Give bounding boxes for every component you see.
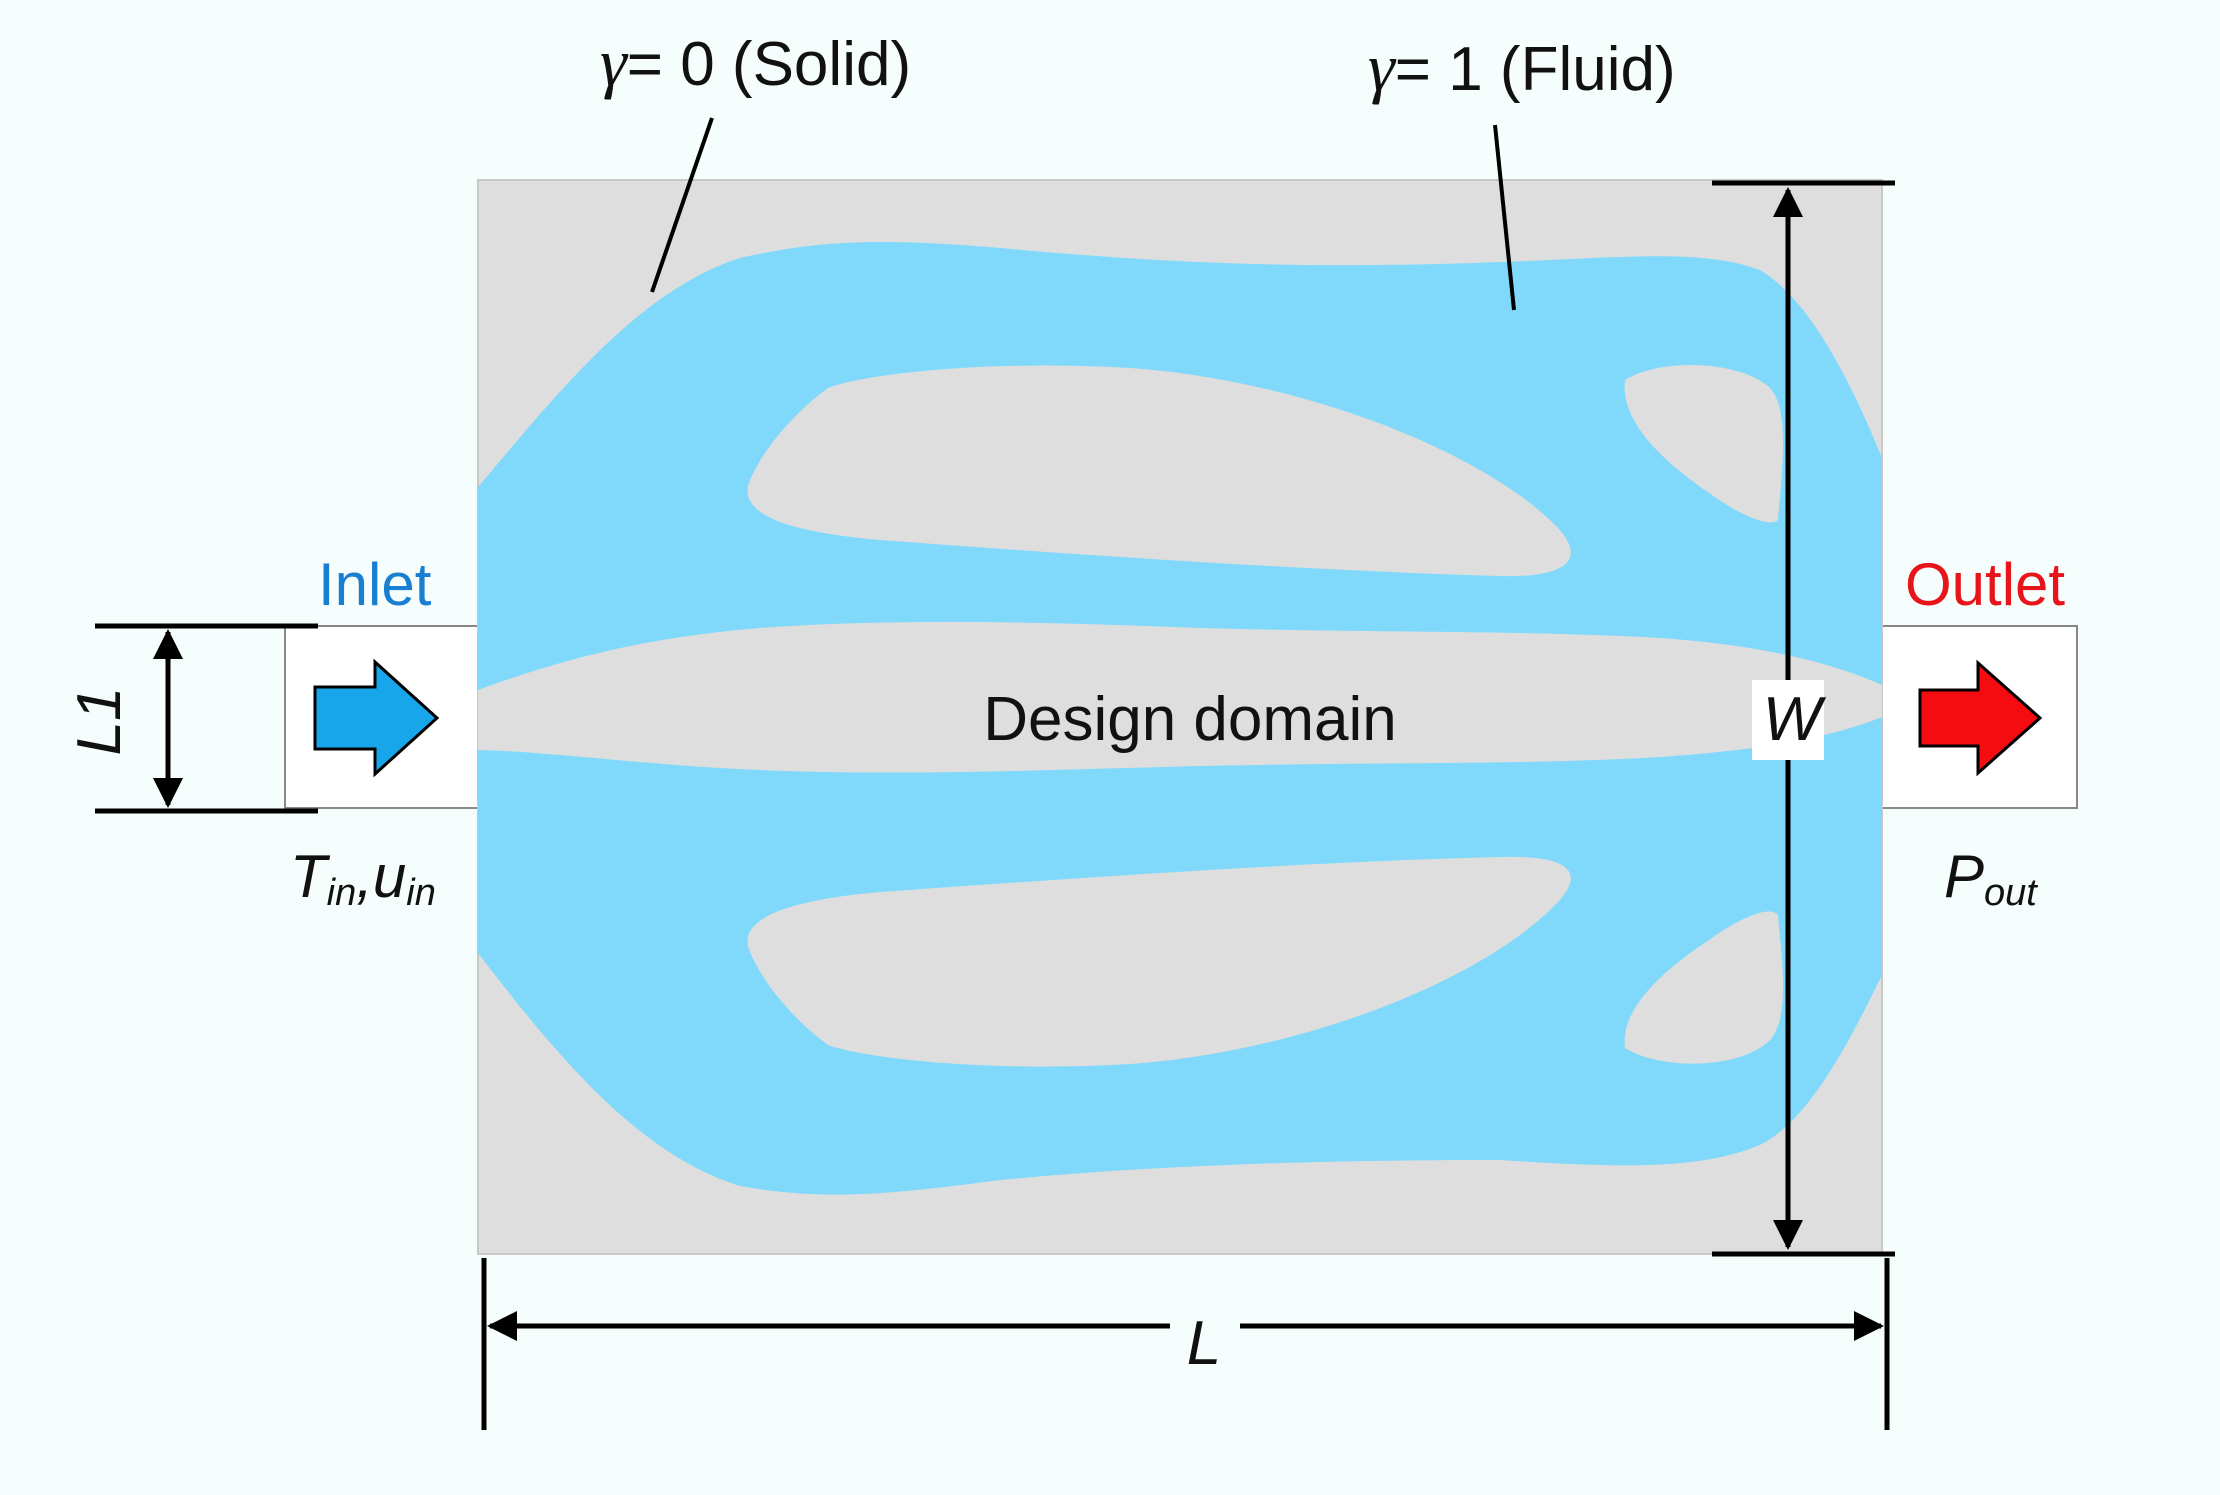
- lower-solid-island: [747, 856, 1571, 1067]
- upper-right-solid-island: [1624, 365, 1783, 523]
- lower-right-solid-island: [1624, 911, 1783, 1064]
- inlet-conditions: Tin,uin: [290, 843, 436, 914]
- outlet-arrow-icon: [1918, 659, 2043, 777]
- inlet-arrow-icon: [313, 658, 440, 778]
- design-domain-label: Design domain: [983, 685, 1397, 754]
- width-label: W: [1763, 685, 1827, 754]
- solid-annotation: γ= 0 (Solid): [600, 24, 911, 100]
- length-label: L: [1187, 1309, 1221, 1378]
- inlet-label: Inlet: [318, 551, 432, 618]
- fluid-annotation: γ= 1 (Fluid): [1368, 29, 1676, 105]
- outlet-conditions: Pout: [1944, 843, 2038, 914]
- outlet-label: Outlet: [1905, 551, 2065, 618]
- length-label-bg: [1170, 1296, 1240, 1364]
- central-solid-spine: [478, 621, 1882, 773]
- upper-solid-island: [747, 365, 1571, 577]
- fluid-leader-line: [1493, 124, 1516, 311]
- width-label-bg: [1752, 680, 1824, 760]
- solid-leader-line: [650, 117, 714, 293]
- inlet-width-label: L1: [65, 687, 134, 756]
